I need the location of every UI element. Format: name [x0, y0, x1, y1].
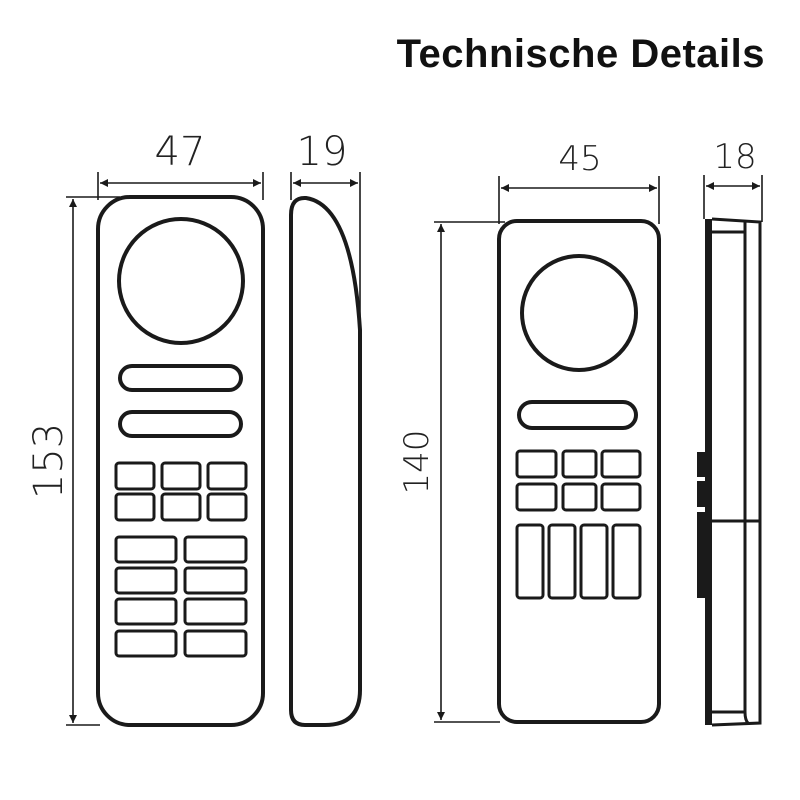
remote-a-dial [117, 217, 245, 345]
remote-b-depth-label: 18 [713, 137, 756, 177]
remote-b-tall-buttons [515, 523, 642, 600]
remote-a-wide-buttons [114, 535, 248, 658]
remote-a-pill-button [118, 364, 243, 392]
remote-b-side-key [697, 512, 705, 598]
remote-b-dial [520, 254, 638, 372]
remote-a-side-view: 19 [289, 129, 362, 727]
remote-b-height-label: 140 [397, 430, 437, 495]
remote-b-width-label: 45 [558, 139, 601, 179]
remote-b-pill-button [517, 400, 638, 430]
remote-a-width-label: 47 [155, 129, 206, 175]
remote-b-side-key [697, 481, 705, 507]
remote-a-small-buttons [114, 461, 248, 522]
remote-a-front-view: 47 153 [26, 129, 265, 727]
remote-a-height-label: 153 [26, 423, 72, 499]
remote-b-small-buttons [515, 449, 642, 512]
page-title: Technische Details [396, 32, 765, 76]
remote-b-side-view: 18 [697, 137, 763, 727]
remote-b-front-view: 45 140 [397, 139, 661, 724]
remote-b-side-key [697, 452, 705, 477]
remote-a-depth-label: 19 [297, 129, 348, 175]
remote-a-pill-button [118, 410, 243, 438]
